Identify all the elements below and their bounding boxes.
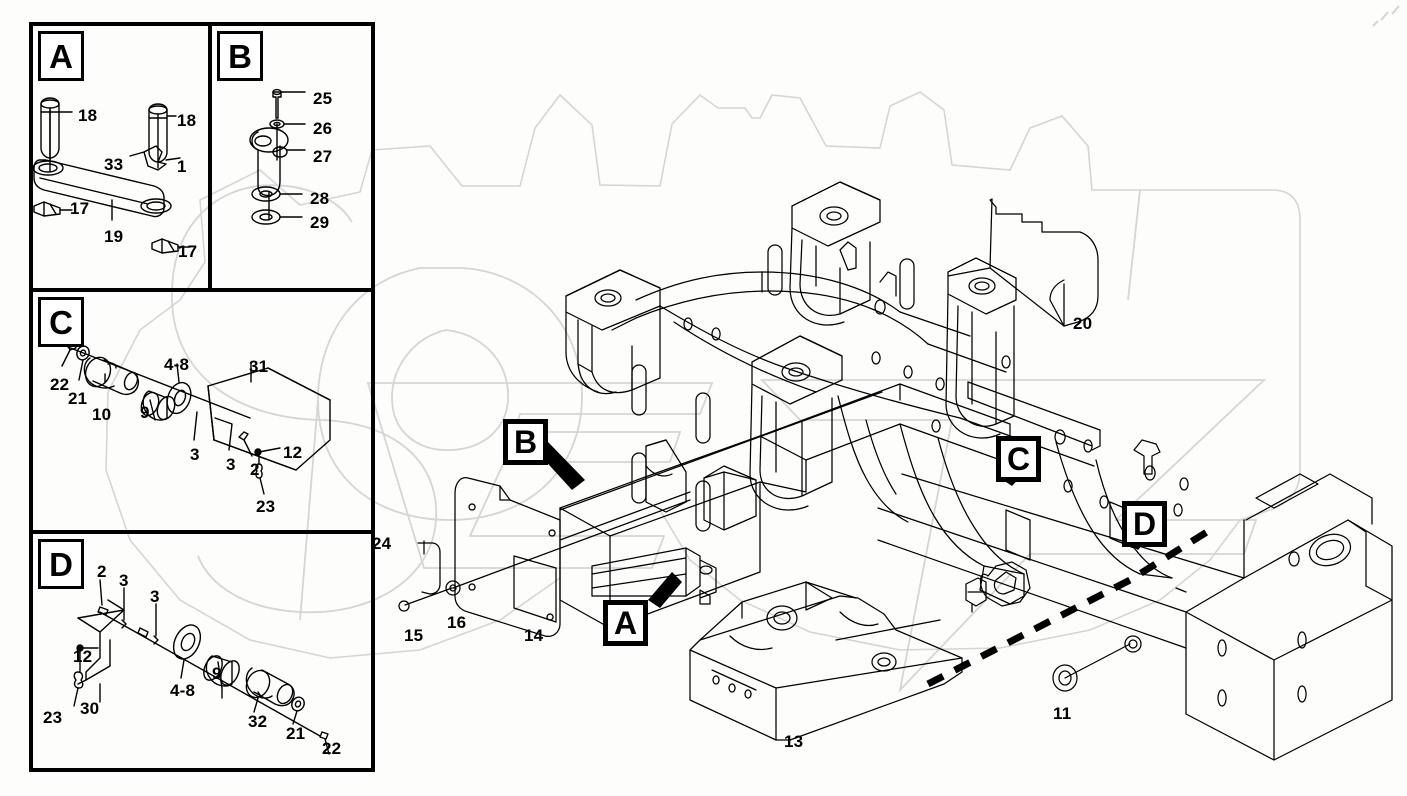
callout-badge-d[interactable]: D xyxy=(1122,501,1167,547)
part-label-20-0: 20 xyxy=(1073,314,1093,333)
part-label-12-3: 12 xyxy=(73,647,93,666)
part-label-25-0: 25 xyxy=(313,89,333,108)
part-label-19-5: 19 xyxy=(104,227,124,246)
part-label-18-0: 18 xyxy=(78,106,98,125)
part-label-16-3: 16 xyxy=(447,613,467,632)
part-label-11-6: 11 xyxy=(1053,704,1072,723)
part-label-23-5: 23 xyxy=(43,708,63,727)
part-label-4-8-4: 4-8 xyxy=(164,355,190,374)
part-label-9-3: 9 xyxy=(140,403,150,422)
part-label-21-9: 21 xyxy=(286,724,306,743)
part-label-26-1: 26 xyxy=(313,119,333,138)
callout-badge-b[interactable]: B xyxy=(503,419,548,465)
part-label-33-2: 33 xyxy=(104,155,124,174)
part-label-27-2: 27 xyxy=(313,147,333,166)
part-label-31-5: 31 xyxy=(249,357,269,376)
part-label-29-4: 29 xyxy=(310,213,330,232)
part-label-12-9: 12 xyxy=(283,443,303,462)
part-label-28-3: 28 xyxy=(310,189,330,208)
part-label-3-6: 3 xyxy=(190,445,200,464)
part-label-21-1: 21 xyxy=(68,389,88,408)
part-label-1-3: 1 xyxy=(177,157,187,176)
callout-badge-a[interactable]: A xyxy=(603,600,648,646)
part-label-23-10: 23 xyxy=(256,497,276,516)
part-label-24-1: 24 xyxy=(372,534,392,553)
part-label-2-8: 2 xyxy=(250,460,260,479)
part-label-9-7: 9 xyxy=(212,664,222,683)
panel-badge-c: C xyxy=(38,297,84,347)
part-label-22-0: 22 xyxy=(50,375,70,394)
part-label-22-10: 22 xyxy=(322,739,342,758)
panel-badge-a: A xyxy=(38,31,84,81)
part-label-2-0: 2 xyxy=(97,562,107,581)
part-label-10-2: 10 xyxy=(92,405,112,424)
part-label-32-8: 32 xyxy=(248,712,268,731)
panel-badge-d: D xyxy=(38,539,84,589)
part-label-15-2: 15 xyxy=(404,626,424,645)
panel-badge-b: B xyxy=(217,31,263,81)
part-label-3-7: 3 xyxy=(226,455,236,474)
part-label-13-5: 13 xyxy=(784,732,804,751)
part-label-30-4: 30 xyxy=(80,699,100,718)
part-label-14-4: 14 xyxy=(524,626,544,645)
part-label-3-1: 3 xyxy=(119,571,129,590)
part-label-18-1: 18 xyxy=(177,111,197,130)
callout-badge-c[interactable]: C xyxy=(996,436,1041,482)
part-label-17-6: 17 xyxy=(178,242,198,261)
part-label-4-8-6: 4-8 xyxy=(170,681,196,700)
part-label-3-2: 3 xyxy=(150,587,160,606)
part-label-17-4: 17 xyxy=(70,199,90,218)
